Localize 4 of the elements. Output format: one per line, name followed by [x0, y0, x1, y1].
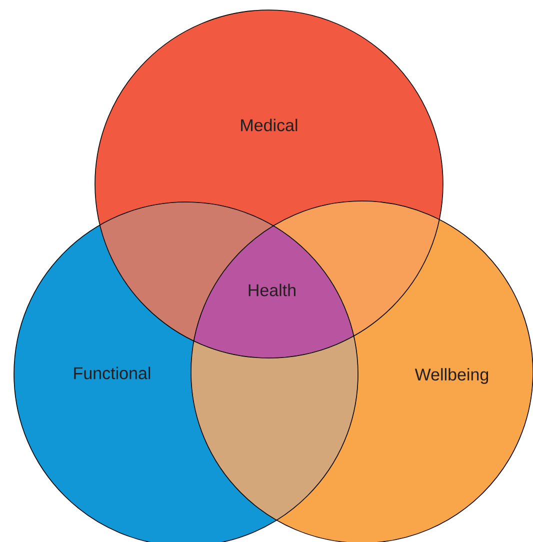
circle-label: Medical — [241, 118, 298, 132]
region-label: Health — [248, 284, 296, 296]
circle-label: Functional — [74, 366, 150, 380]
circle-label: Wellbeing — [414, 368, 488, 384]
